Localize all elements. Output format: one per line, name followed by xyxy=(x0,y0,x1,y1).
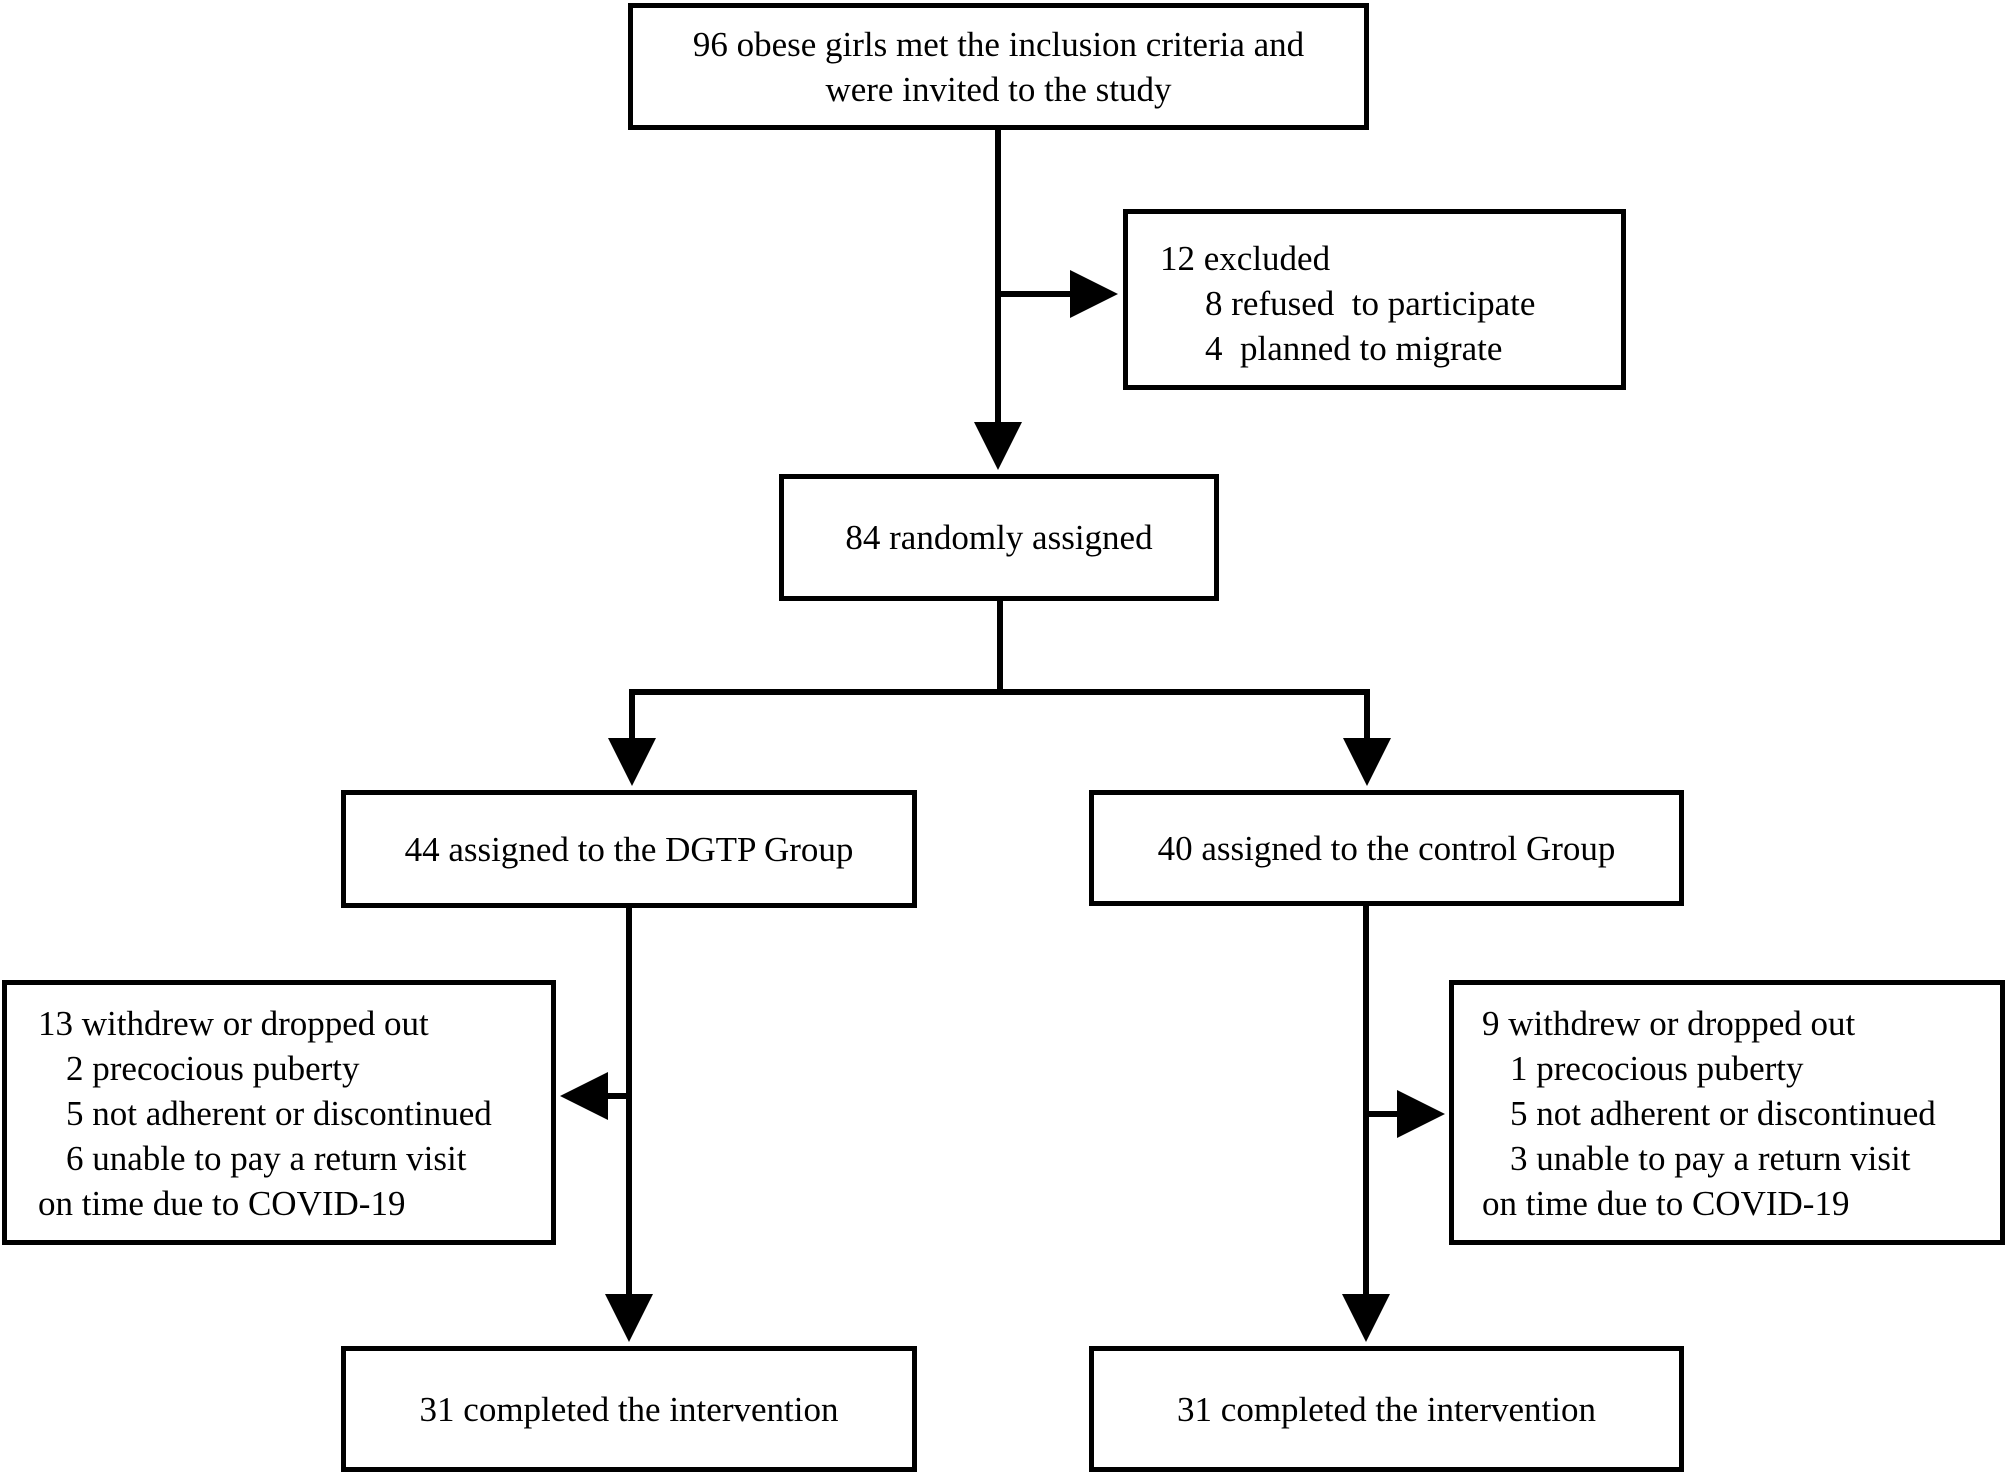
enrollment-invited-box: 96 obese girls met the inclusion criteri… xyxy=(628,3,1369,130)
dgtp-group-label: 44 assigned to the DGTP Group xyxy=(404,829,854,869)
control-group-label: 40 assigned to the control Group xyxy=(1157,828,1616,868)
excluded-header: 12 excluded xyxy=(1160,239,1331,278)
control-withdrawn-tail: on time due to COVID-19 xyxy=(1482,1184,1850,1223)
dgtp-completed-box: 31 completed the intervention xyxy=(341,1346,917,1472)
dgtp-withdrawn-box: 13 withdrew or dropped out 2 precocious … xyxy=(2,980,556,1245)
control-withdrawn-header: 9 withdrew or dropped out xyxy=(1482,1004,1856,1043)
control-withdrawn-box: 9 withdrew or dropped out 1 precocious p… xyxy=(1449,980,2005,1245)
dgtp-withdrawn-reason-puberty: 2 precocious puberty xyxy=(66,1049,360,1088)
control-withdrawn-reason-visit: 3 unable to pay a return visit xyxy=(1510,1139,1911,1178)
randomized-label: 84 randomly assigned xyxy=(845,518,1153,557)
dgtp-withdrawn-reason-adherence: 5 not adherent or discontinued xyxy=(66,1094,492,1133)
control-withdrawn-reason-puberty: 1 precocious puberty xyxy=(1510,1049,1804,1088)
dgtp-completed-label: 31 completed the intervention xyxy=(419,1389,839,1429)
excluded-reason-refused: 8 refused to participate xyxy=(1205,284,1536,323)
dgtp-withdrawn-header: 13 withdrew or dropped out xyxy=(38,1004,429,1043)
control-completed-label: 31 completed the intervention xyxy=(1177,1389,1596,1429)
randomized-box: 84 randomly assigned xyxy=(779,474,1219,601)
dgtp-withdrawn-reason-visit: 6 unable to pay a return visit xyxy=(66,1139,467,1178)
control-withdrawn-reason-adherence: 5 not adherent or discontinued xyxy=(1510,1094,1936,1133)
invited-line-1: 96 obese girls met the inclusion criteri… xyxy=(692,24,1305,64)
dgtp-group-box: 44 assigned to the DGTP Group xyxy=(341,790,917,908)
control-group-box: 40 assigned to the control Group xyxy=(1089,790,1684,906)
excluded-box: 12 excluded 8 refused to participate 4 p… xyxy=(1123,209,1626,390)
invited-line-2: were invited to the study xyxy=(825,69,1172,109)
dgtp-withdrawn-tail: on time due to COVID-19 xyxy=(38,1184,406,1223)
excluded-reason-migrate: 4 planned to migrate xyxy=(1205,329,1503,368)
control-completed-box: 31 completed the intervention xyxy=(1089,1346,1684,1472)
